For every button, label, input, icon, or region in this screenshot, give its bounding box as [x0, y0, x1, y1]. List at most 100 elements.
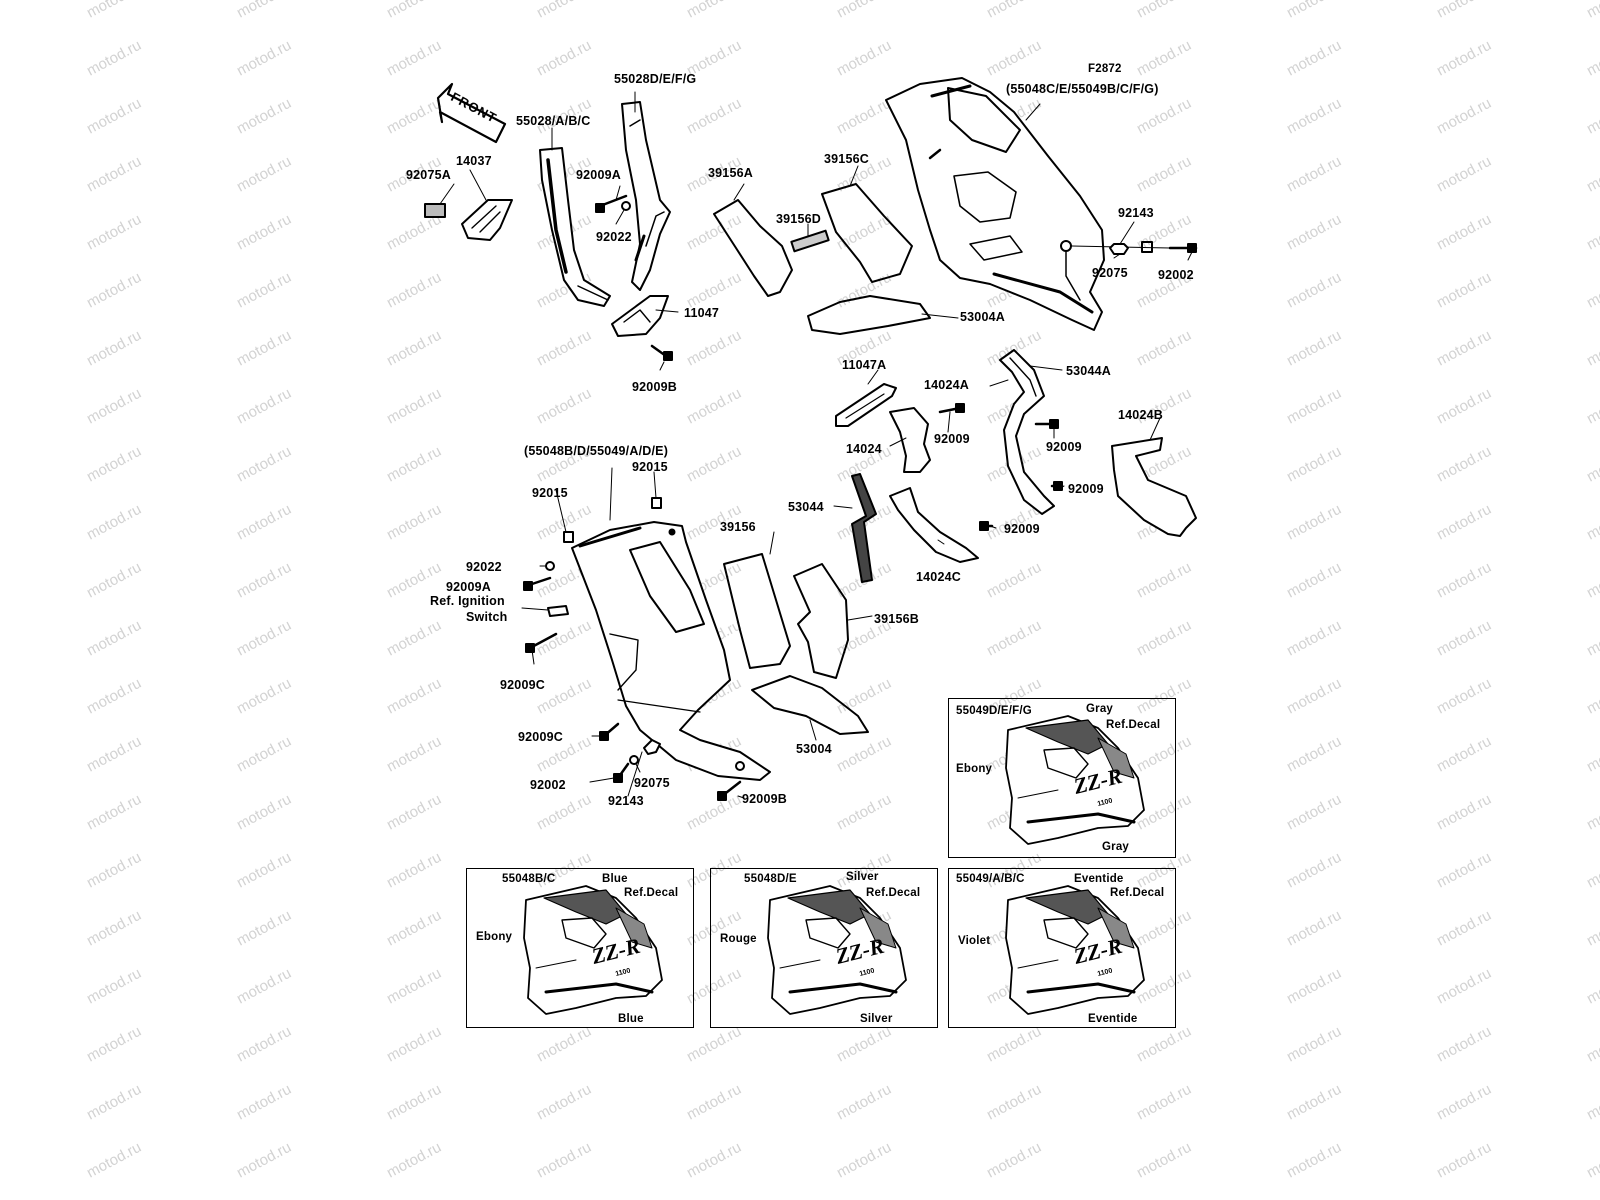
variant-1-bottom: Blue [618, 1013, 644, 1025]
front-arrow-icon [436, 82, 507, 144]
zzr-logo-sub: 1100 [1097, 797, 1114, 807]
part-55028defg-shape [621, 101, 671, 291]
variant-3-bottom: Eventide [1088, 1013, 1138, 1025]
fastener-92009a-top [595, 194, 631, 213]
zzr-logo-sub: 1100 [1097, 967, 1114, 977]
part-92075a-shape [424, 203, 446, 218]
label-92009b-lower: 92009B [742, 792, 787, 806]
label-39156b: 39156B [874, 612, 919, 626]
label-92009c-2: 92009C [518, 730, 563, 744]
zzr-logo-sub: 1100 [859, 967, 876, 977]
label-92022-top: 92022 [596, 230, 632, 244]
label-14037: 14037 [456, 154, 492, 168]
label-39156d: 39156D [776, 212, 821, 226]
zzr-logo-sub: 1100 [615, 967, 632, 977]
label-53004a: 53004A [960, 310, 1005, 324]
label-53004: 53004 [796, 742, 832, 756]
label-92002-top: 92002 [1158, 268, 1194, 282]
label-11047a: 11047A [842, 358, 887, 372]
variant-box-55048bc [466, 868, 694, 1028]
fasteners-lower [523, 497, 745, 801]
variant-0-side: Ebony [956, 763, 993, 775]
label-14024b: 14024B [1118, 408, 1163, 422]
label-39156a: 39156A [708, 166, 753, 180]
label-92009a-lower: 92009A [446, 580, 491, 594]
part-39156d-shape [790, 229, 830, 253]
variant-3-side: Violet [958, 935, 991, 947]
label-14024c: 14024C [916, 570, 961, 584]
part-53004-shape [751, 675, 869, 735]
part-14037-shape [461, 199, 513, 241]
variant-2-side: Rouge [720, 933, 757, 945]
label-92015-right: 92015 [632, 460, 668, 474]
label-55028abc: 55028/A/B/C [516, 114, 591, 128]
label-92009-2: 92009 [1046, 440, 1082, 454]
variant-1-top: Blue [602, 873, 628, 885]
label-upper-cowl: (55048C/E/55049B/C/F/G) [1006, 82, 1159, 96]
part-53044-shape [851, 473, 877, 583]
part-14024-shape [889, 403, 965, 473]
part-39156-shape [723, 553, 791, 669]
figure-code: F2872 [1088, 63, 1122, 75]
part-14024b-shape [1111, 437, 1197, 537]
variant-2-bottom: Silver [860, 1013, 893, 1025]
label-14024a: 14024A [924, 378, 969, 392]
label-92009-3: 92009 [1068, 482, 1104, 496]
part-11047-shape [611, 295, 673, 361]
label-14024: 14024 [846, 442, 882, 456]
label-92009-4: 92009 [1004, 522, 1040, 536]
variant-box-55049defg [948, 698, 1176, 858]
part-lower-cowl-shape [571, 521, 771, 781]
part-upper-cowl-shape [885, 77, 1105, 331]
leader-lines [439, 91, 1193, 799]
label-92009b-top: 92009B [632, 380, 677, 394]
label-92075-lower: 92075 [634, 776, 670, 790]
label-ref-ignition: Ref. Ignition [430, 594, 505, 608]
label-ref-ignition-switch: Switch [466, 610, 508, 624]
label-92143-lower: 92143 [608, 794, 644, 808]
variant-0-part: 55049D/E/F/G [956, 705, 1032, 717]
variant-1-side: Ebony [476, 931, 513, 943]
variant-2-top: Silver [846, 871, 879, 883]
part-55028abc-shape [539, 147, 611, 307]
part-39156b-shape [793, 563, 849, 679]
label-92075a: 92075A [406, 168, 451, 182]
label-lower-cowl: (55048B/D/55049/A/D/E) [524, 444, 669, 458]
variant-2-part: 55048D/E [744, 873, 797, 885]
label-92143-top: 92143 [1118, 206, 1154, 220]
label-53044a: 53044A [1066, 364, 1111, 378]
variant-3-top: Eventide [1074, 873, 1124, 885]
watermark-text: motod.ru [1584, 0, 1600, 22]
part-14024a-frame-shape [999, 349, 1063, 515]
variant-0-decal: Ref.Decal [1106, 719, 1161, 731]
label-92015-left: 92015 [532, 486, 568, 500]
part-53004a-shape [807, 295, 931, 335]
label-92075-top: 92075 [1092, 266, 1128, 280]
variant-3-decal: Ref.Decal [1110, 887, 1165, 899]
part-39156a-shape [713, 199, 793, 297]
label-92022-lower: 92022 [466, 560, 502, 574]
label-11047: 11047 [684, 306, 720, 320]
part-14024c-shape [889, 487, 994, 563]
variant-box-55048de [710, 868, 938, 1028]
label-92009c-1: 92009C [500, 678, 545, 692]
label-92009a-top: 92009A [576, 168, 621, 182]
variant-0-bottom: Gray [1102, 841, 1130, 853]
variant-3-part: 55049/A/B/C [956, 873, 1025, 885]
label-92009-1: 92009 [934, 432, 970, 446]
part-11047a-shape [835, 383, 897, 427]
label-53044: 53044 [788, 500, 824, 514]
label-39156c: 39156C [824, 152, 869, 166]
variant-2-decal: Ref.Decal [866, 887, 921, 899]
part-39156c-shape [821, 183, 913, 283]
variant-0-top: Gray [1086, 703, 1114, 715]
variant-box-55049abc [948, 868, 1176, 1028]
